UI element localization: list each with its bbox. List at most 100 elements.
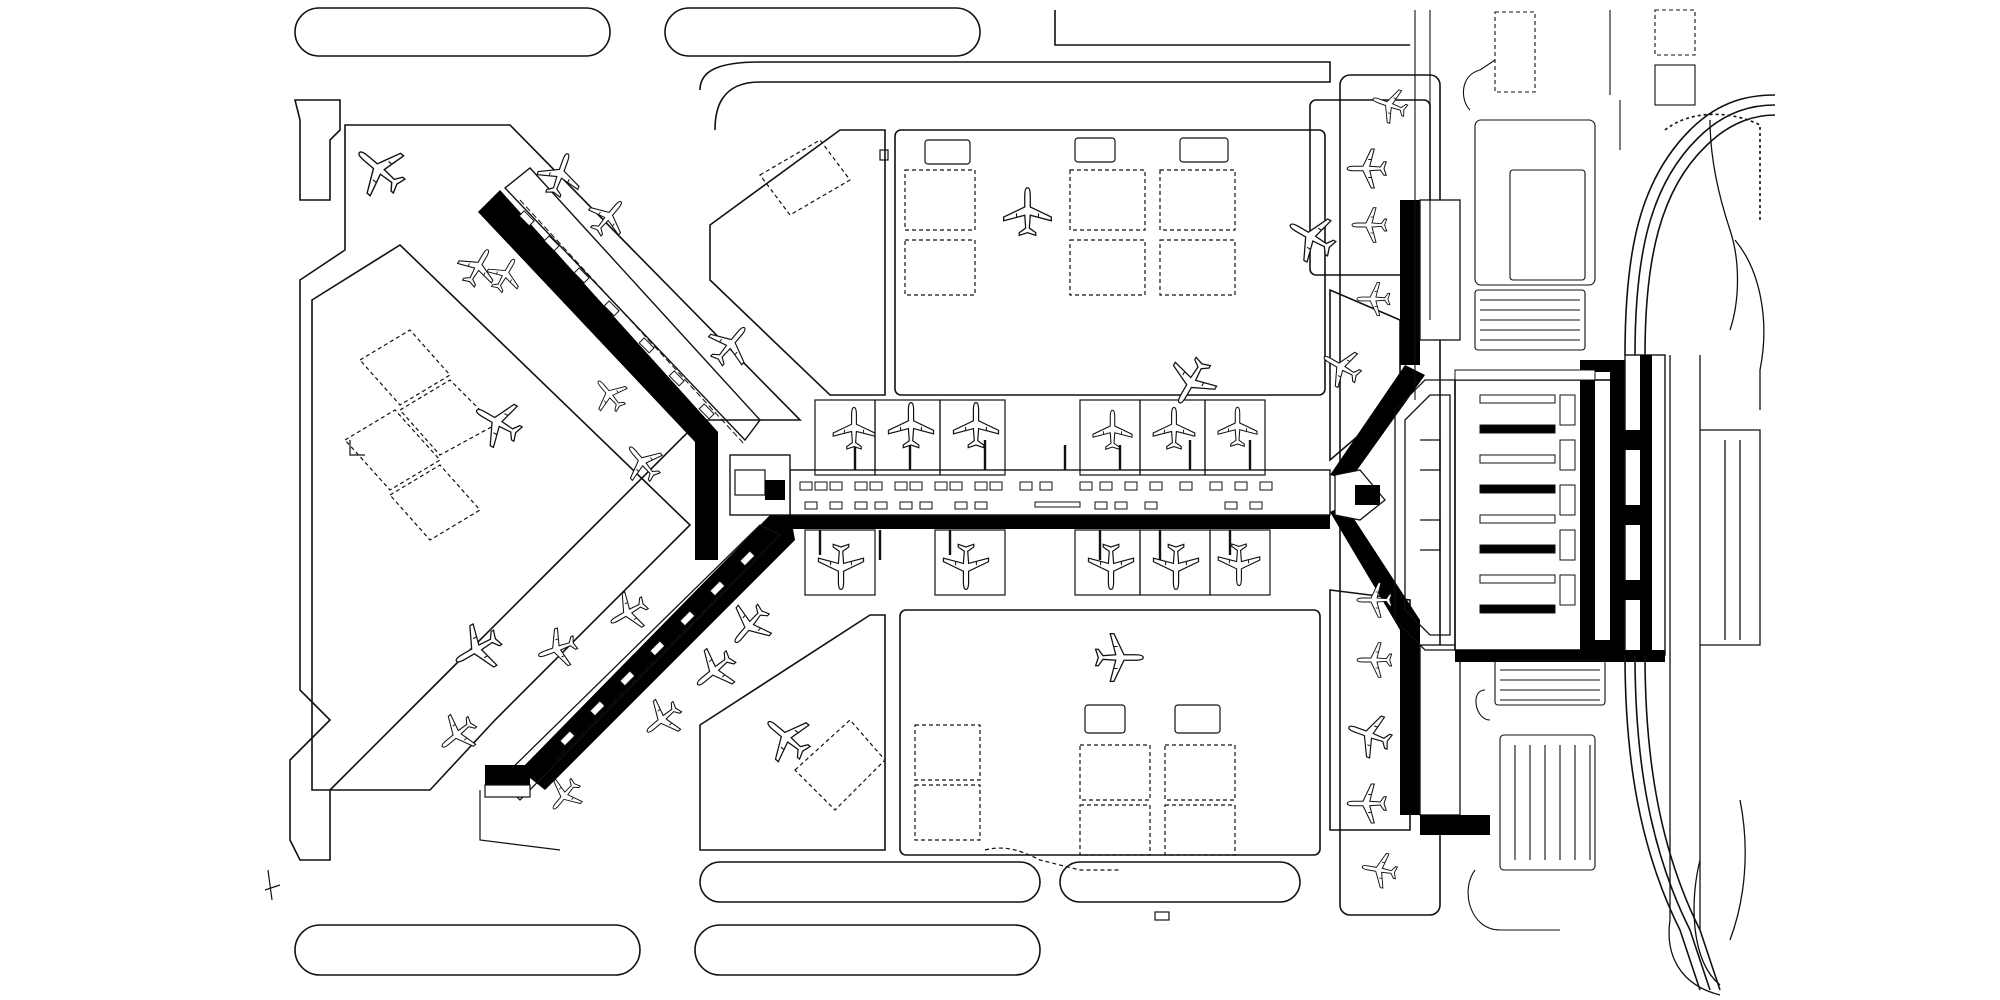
forecourt-block: [1620, 580, 1640, 600]
rail-track: [1634, 654, 1711, 991]
taxiway-loop: [664, 7, 981, 57]
taxiway-loop: [1059, 861, 1301, 903]
west-pier-end: [479, 765, 561, 851]
contact-stand: [934, 529, 1006, 596]
terminal-roof-band: [1454, 369, 1596, 381]
stand-marker: [1084, 704, 1126, 734]
airplane-icon: [817, 543, 865, 591]
remote-stand: [1079, 744, 1151, 801]
access-loop: [1467, 869, 1560, 931]
remote-stand: [1159, 169, 1236, 231]
apron-outline: [709, 129, 886, 396]
road: [1734, 239, 1765, 410]
airplane-icon: [1366, 82, 1413, 128]
taxiway-loop: [294, 7, 611, 57]
car-park: [1499, 734, 1596, 871]
airplane-icon: [341, 132, 417, 207]
stand-marker: [1074, 137, 1116, 163]
remote-stand: [399, 379, 496, 456]
parking-rows: [1514, 745, 1591, 860]
airplane-icon: [443, 615, 511, 683]
taxiway-loop: [699, 61, 1331, 131]
car-parks: [1414, 9, 1696, 931]
terminal-wall: [1595, 360, 1610, 372]
remote-stand: [389, 464, 481, 541]
airplane-icon: [1092, 409, 1133, 450]
airplane-icon: [699, 313, 762, 376]
car-park: [1509, 169, 1586, 281]
airplane-icon: [1158, 348, 1225, 416]
apron-outline: [894, 129, 1326, 396]
car-park: [1474, 119, 1596, 286]
remote-stand: [759, 139, 851, 216]
contact-stand: [814, 399, 876, 476]
stand-marker: [1154, 911, 1170, 921]
terminal-wall: [1595, 640, 1610, 652]
rail-track: [1664, 113, 1761, 220]
gate-row-upper: [799, 481, 1273, 491]
jet-bridges: [818, 440, 1252, 560]
access-loop: [1462, 59, 1496, 111]
remote-stand: [1164, 744, 1236, 801]
airplane-icon: [584, 369, 635, 420]
rail-track: [1634, 104, 1776, 356]
airplane-icon: [531, 145, 589, 203]
airplane-icon: [683, 639, 746, 702]
remote-stand: [1159, 239, 1236, 296]
remote-stand: [914, 724, 981, 781]
landside-wall: [1640, 355, 1652, 655]
site-plot: [1654, 64, 1696, 106]
contact-stand: [939, 399, 1006, 476]
remote-stand: [1069, 169, 1146, 231]
car-park: [1474, 289, 1586, 351]
road: [1700, 429, 1761, 646]
stand-marker: [1174, 704, 1221, 734]
road: [1709, 119, 1739, 331]
airplane-icon: [634, 691, 691, 748]
rail-track: [1624, 654, 1701, 991]
check-in-counters: [1479, 394, 1576, 614]
misc-marks: [264, 149, 1120, 901]
remote-stand: [1069, 239, 1146, 296]
airplane-icon: [429, 706, 486, 763]
rail-track: [1624, 94, 1776, 356]
airplane-icon: [1217, 543, 1261, 587]
terminal-wall: [1580, 360, 1595, 655]
taxiway-edge: [1054, 10, 1410, 46]
apron-boundary: [289, 74, 1441, 916]
remote-stand: [1164, 804, 1236, 856]
gate-row-lower: [804, 501, 1263, 510]
airplane-icon: [580, 188, 637, 245]
site-plot: [1494, 11, 1536, 93]
contact-stand: [1204, 399, 1266, 476]
terminal-west-face: [1394, 379, 1456, 651]
remote-stand: [904, 169, 976, 231]
stand-markers: [924, 137, 1229, 921]
road: [1668, 919, 1721, 996]
apron-outline: [289, 124, 802, 861]
remote-stands: [344, 139, 1236, 856]
apron-outline: [699, 614, 886, 851]
airplane-icon: [531, 623, 583, 675]
car-park: [1494, 659, 1606, 706]
forecourt-block: [1620, 430, 1640, 450]
airplane-icon: [1358, 849, 1400, 891]
remote-stand: [1079, 804, 1151, 856]
airplane-icon: [1314, 339, 1369, 395]
site-road: [1414, 10, 1621, 400]
remote-stand: [914, 784, 981, 841]
remote-stand: [359, 329, 451, 406]
road: [1729, 799, 1746, 941]
airplane-icon: [1277, 203, 1345, 271]
east-pier-junction: [1334, 469, 1386, 521]
stand-marker: [1179, 137, 1229, 163]
rail-track: [1644, 654, 1721, 991]
remote-stand: [344, 409, 441, 491]
parking-rows: [1480, 299, 1580, 341]
contact-stands: [804, 399, 1271, 596]
apron-outline: [293, 99, 341, 201]
airplane-icon: [1356, 282, 1391, 316]
road: [1724, 440, 1741, 640]
airplane-icon: [614, 434, 671, 491]
